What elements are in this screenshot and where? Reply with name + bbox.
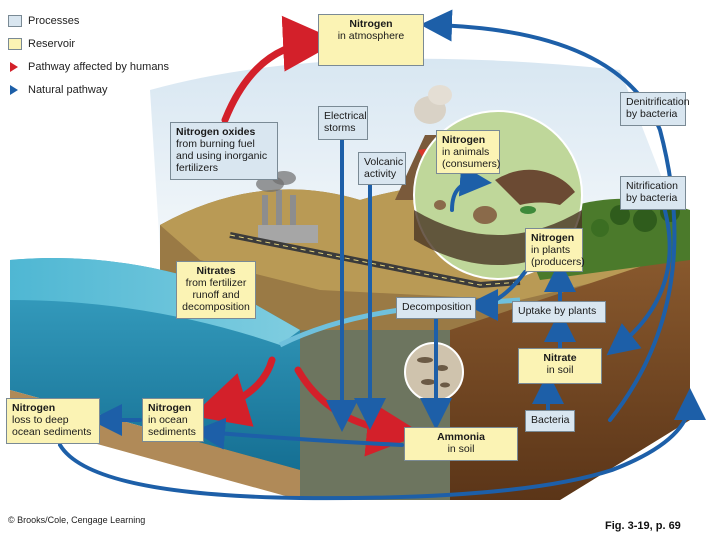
ammonia-title: Ammonia: [437, 431, 485, 443]
label-animals: Nitrogen in animals (consumers): [436, 130, 500, 174]
label-oxides: Nitrogen oxides from burning fuel and us…: [170, 122, 278, 180]
copyright-credit: © Brooks/Cole, Cengage Learning: [8, 515, 146, 525]
label-ammonia: Ammonia in soil: [404, 427, 518, 461]
legend-reservoir-label: Reservoir: [28, 38, 76, 50]
atmosphere-sub: in atmosphere: [337, 30, 405, 42]
arrow-oxides-to-atmosphere: [221, 15, 339, 124]
legend-human: Pathway affected by humans: [8, 60, 188, 83]
deep-sub: loss to deep ocean sediments: [12, 414, 92, 438]
legend-processes: Processes: [8, 14, 188, 37]
arrow-nitrates-to-ocean-sediments: [191, 356, 276, 427]
arrow-ammonia-to-ocean: [193, 417, 404, 450]
ocean-title: Nitrogen: [148, 402, 192, 414]
arrow-plants-to-decomposition: [466, 270, 527, 321]
arrow-atmosphere-to-nitrate: [606, 198, 672, 356]
label-denitrification: Denitrification by bacteria: [620, 92, 690, 126]
bacteria-text: Bacteria: [531, 414, 570, 426]
arrow-plants-to-animals: [450, 164, 492, 212]
legend-processes-label: Processes: [28, 15, 80, 27]
label-storms: Electrical storms: [318, 106, 368, 140]
red-triangle-icon: [10, 62, 18, 72]
nitrate-soil-title: Nitrate: [543, 352, 577, 364]
denitrification-text: Denitrification by bacteria: [626, 96, 690, 120]
animals-sub: in animals (consumers): [442, 146, 501, 170]
arrow-loop-bottom: [58, 388, 706, 501]
uptake-text: Uptake by plants: [518, 305, 597, 317]
label-nitrates: Nitrates from fertilizer runoff and deco…: [176, 261, 256, 319]
animals-title: Nitrogen: [442, 134, 486, 146]
label-volcanic: Volcanic activity: [358, 152, 406, 185]
ammonia-sub: in soil: [447, 443, 475, 455]
oxides-title: Nitrogen oxides: [176, 126, 256, 138]
reservoir-swatch: [8, 38, 22, 50]
figure-reference: Fig. 3-19, p. 69: [605, 520, 681, 532]
oxides-sub: from burning fuel and using inorganic fe…: [176, 138, 268, 174]
nitrate-soil-sub: in soil: [546, 364, 574, 376]
legend-natural: Natural pathway: [8, 83, 188, 106]
label-bacteria: Bacteria: [525, 410, 575, 432]
arrow-denitrification-to-atmosphere: [420, 9, 677, 422]
legend: Processes Reservoir Pathway affected by …: [8, 14, 188, 106]
factory: [256, 171, 318, 243]
label-atmosphere: Nitrogen in atmosphere: [318, 14, 424, 66]
road: [229, 232, 521, 289]
label-decomposition: Decomposition: [396, 297, 476, 319]
atmosphere-title: Nitrogen: [349, 18, 393, 30]
process-swatch: [8, 15, 22, 27]
label-uptake: Uptake by plants: [512, 301, 606, 323]
legend-human-label: Pathway affected by humans: [28, 61, 170, 73]
plants-sub: in plants (producers): [531, 244, 585, 268]
label-ocean-sediments: Nitrogen in ocean sediments: [142, 398, 204, 442]
label-deep-sediments: Nitrogen loss to deep ocean sediments: [6, 398, 100, 444]
plants-title: Nitrogen: [531, 232, 575, 244]
ocean-sub: in ocean sediments: [148, 414, 196, 438]
storms-text: Electrical storms: [324, 110, 367, 134]
deep-title: Nitrogen: [12, 402, 56, 414]
volcanic-text: Volcanic activity: [364, 156, 404, 180]
blue-triangle-icon: [10, 85, 18, 95]
label-nitrate-soil: Nitrate in soil: [518, 348, 602, 384]
legend-reservoir: Reservoir: [8, 37, 188, 60]
label-plants: Nitrogen in plants (producers): [525, 228, 585, 272]
label-nitrification: Nitrification by bacteria: [620, 176, 686, 210]
legend-natural-label: Natural pathway: [28, 84, 108, 96]
decomposition-text: Decomposition: [402, 301, 472, 313]
nitrates-title: Nitrates: [196, 265, 236, 277]
nitrates-sub: from fertilizer runoff and decomposition: [182, 277, 250, 313]
nitrification-text: Nitrification by bacteria: [626, 180, 678, 204]
natural-pathway-arrows: [58, 9, 706, 501]
